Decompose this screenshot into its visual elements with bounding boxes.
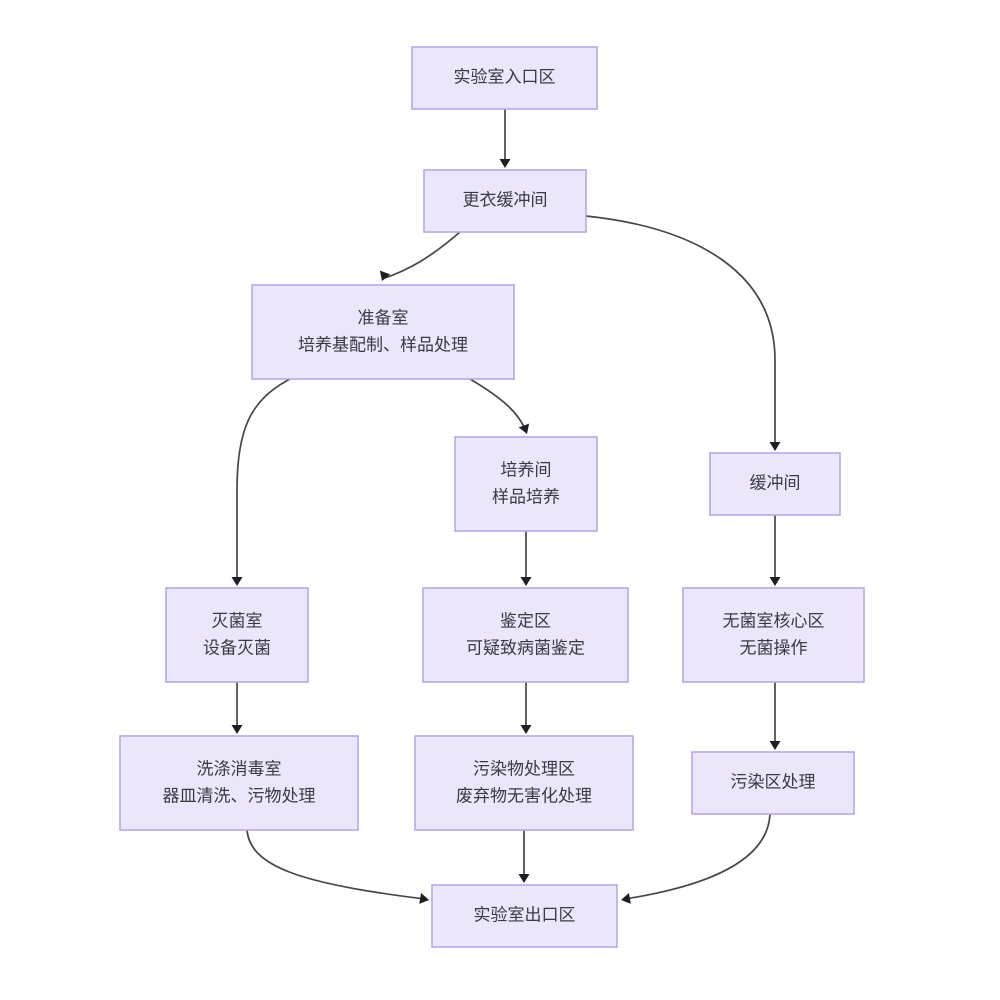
arrowhead-into-identify (520, 577, 532, 586)
lab-entry-zone-box[interactable] (411, 46, 598, 110)
edges-layer (236, 109, 776, 900)
node-contaminated-area-treatment[interactable]: 污染区处理 (691, 751, 855, 815)
contaminant-treatment-zone-box[interactable] (414, 735, 634, 831)
edge-prep-to-culture (469, 378, 527, 432)
arrowhead-into-waste (520, 725, 532, 734)
node-lab-entry-zone[interactable]: 实验室入口区 (411, 46, 598, 110)
contaminant-treatment-zone-label-line2: 废弃物无害化处理 (456, 786, 592, 805)
node-changing-buffer-room[interactable]: 更衣缓冲间 (423, 169, 587, 233)
edge-wash-to-exit (246, 829, 426, 900)
identification-zone-label-line2: 可疑致病菌鉴定 (466, 638, 585, 657)
arrowhead-exit-top (518, 874, 530, 883)
aseptic-core-zone-label-line1: 无菌室核心区 (723, 611, 825, 630)
edge-changing-to-prep (384, 231, 461, 279)
sterilization-room-label-line1: 灭菌室 (212, 611, 263, 630)
edge-contam-to-exit (624, 813, 771, 900)
edge-prep-to-sterilize (236, 378, 291, 582)
arrowhead-into-aseptic (769, 577, 781, 586)
arrowhead-into-prep (379, 270, 391, 281)
culture-room-box[interactable] (454, 436, 598, 532)
changing-buffer-room-box[interactable] (423, 169, 587, 233)
washing-disinfection-room-box[interactable] (119, 735, 359, 831)
contaminated-area-treatment-box[interactable] (691, 751, 855, 815)
culture-room-label-line1: 培养间 (501, 460, 552, 479)
identification-zone-box[interactable] (422, 587, 629, 683)
sterilization-room-label-line2: 设备灭菌 (203, 638, 271, 657)
washing-disinfection-room-label-line1: 洗涤消毒室 (197, 759, 282, 778)
edge-changing-to-buffer (585, 215, 776, 447)
buffer-room-label-line1: 缓冲间 (750, 473, 801, 492)
aseptic-core-zone-label-line2: 无菌操作 (740, 638, 808, 657)
arrowhead-into-buffer (769, 442, 781, 451)
preparation-room-label-line1: 准备室 (358, 308, 409, 327)
washing-disinfection-room-label-line2: 器皿清洗、污物处理 (163, 786, 316, 805)
lab-exit-zone-label-line1: 实验室出口区 (474, 905, 576, 924)
arrowhead-into-sterilize (231, 577, 243, 586)
node-lab-exit-zone[interactable]: 实验室出口区 (431, 884, 618, 948)
preparation-room-label-line2: 培养基配制、样品处理 (298, 335, 468, 354)
node-buffer-room[interactable]: 缓冲间 (709, 452, 841, 516)
arrowhead-into-contam (769, 741, 781, 750)
lab-exit-zone-box[interactable] (431, 884, 618, 948)
arrowheads-layer (231, 159, 781, 904)
preparation-room-box[interactable] (251, 284, 515, 380)
aseptic-core-zone-box[interactable] (682, 587, 865, 683)
arrowhead-exit-left (419, 893, 429, 904)
arrowhead-into-culture (518, 423, 530, 434)
contaminant-treatment-zone-label-line1: 污染物处理区 (473, 759, 575, 778)
contaminated-area-treatment-label-line1: 污染区处理 (731, 772, 816, 791)
arrowhead-into-wash (231, 725, 243, 734)
lab-entry-zone-label-line1: 实验室入口区 (454, 67, 556, 86)
identification-zone-label-line1: 鉴定区 (500, 611, 551, 630)
arrowhead-exit-right (621, 893, 631, 904)
culture-room-label-line2: 样品培养 (492, 487, 560, 506)
sterilization-room-box[interactable] (165, 587, 309, 683)
buffer-room-box[interactable] (709, 452, 841, 516)
changing-buffer-room-label-line1: 更衣缓冲间 (463, 190, 548, 209)
arrowhead-into-changing (499, 159, 511, 168)
